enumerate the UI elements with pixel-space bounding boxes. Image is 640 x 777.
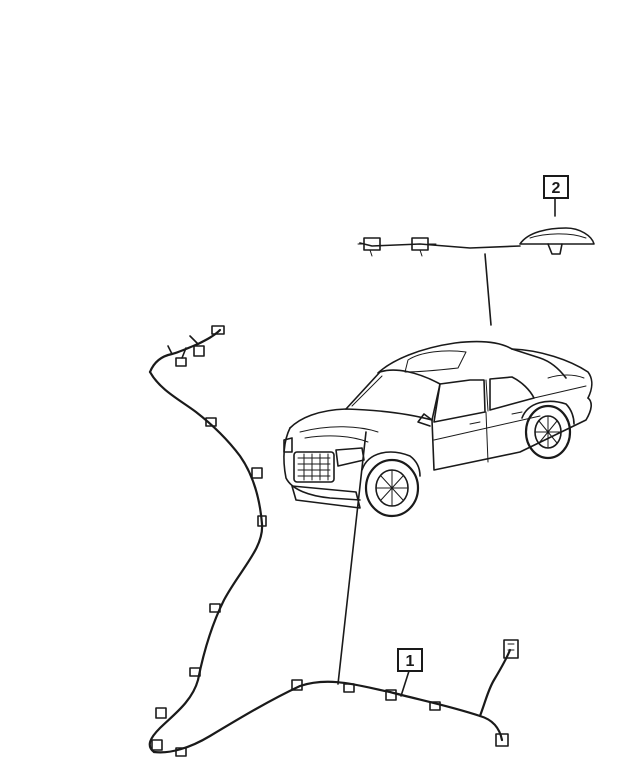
antenna-assembly bbox=[357, 227, 595, 257]
callout-1-number: 1 bbox=[406, 653, 415, 670]
callout-2: 2 bbox=[543, 175, 569, 199]
sedan-illustration bbox=[283, 340, 593, 518]
wiring-harness bbox=[148, 325, 519, 757]
leader-line-harness bbox=[337, 431, 367, 685]
callout-2-number: 2 bbox=[552, 180, 561, 197]
callout-1: 1 bbox=[397, 648, 423, 672]
leader-line-callout-1 bbox=[400, 670, 410, 697]
leader-line-antenna bbox=[484, 253, 492, 326]
